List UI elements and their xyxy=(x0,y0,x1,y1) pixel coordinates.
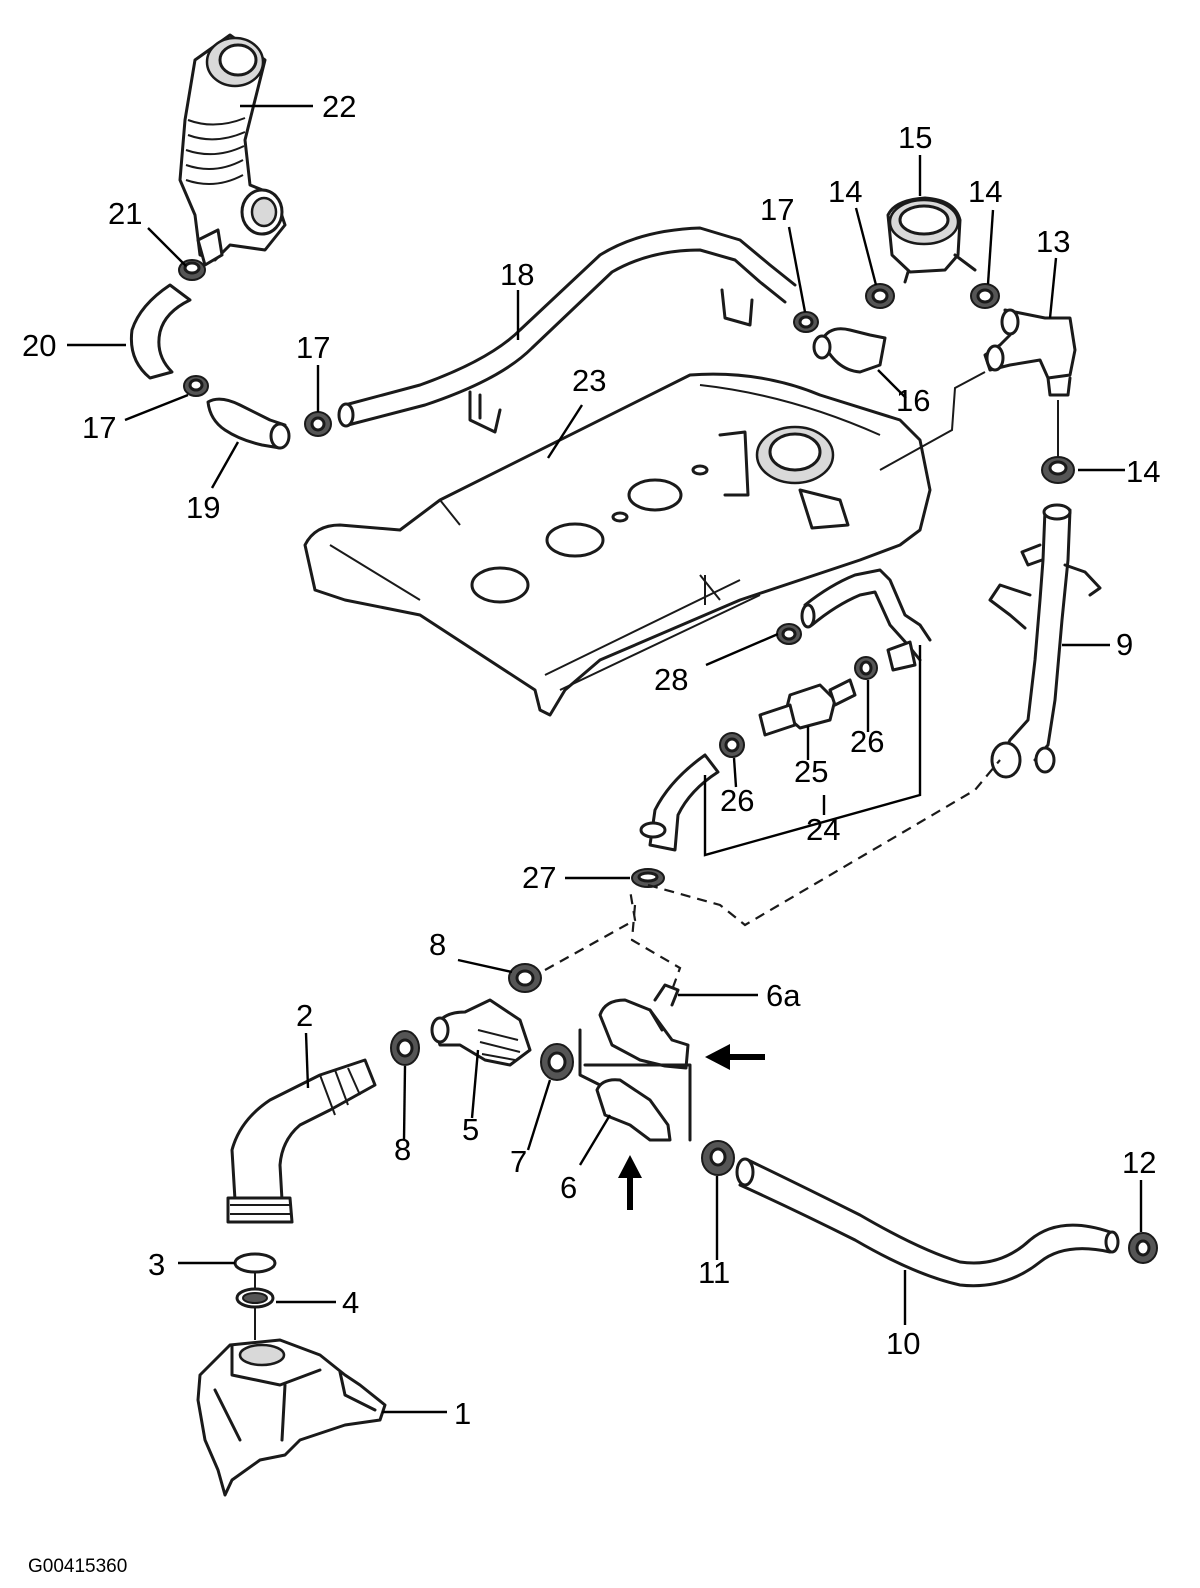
callout-12: 12 xyxy=(1122,1145,1156,1180)
pressure-valve-part-15 xyxy=(886,196,977,284)
callout-10: 10 xyxy=(886,1326,920,1361)
clamp-part-17-middle xyxy=(304,411,332,437)
clamp-part-14-left xyxy=(865,283,895,309)
callout-25: 25 xyxy=(794,754,828,789)
clamp-part-26-upper xyxy=(854,656,878,680)
callout-6: 6 xyxy=(560,1170,577,1205)
hose-part-19 xyxy=(206,397,291,450)
breather-pipe-part-18 xyxy=(337,226,797,434)
hose-part-24-lower xyxy=(639,753,720,852)
intake-duct-part-22 xyxy=(178,33,287,267)
callout-27: 27 xyxy=(522,860,556,895)
connector-part-6 xyxy=(578,1028,692,1142)
cylinder-head-cover-part-23 xyxy=(303,372,932,717)
callout-2: 2 xyxy=(296,998,313,1033)
clamp-part-14-lower xyxy=(1041,456,1075,484)
elbow-connector-part-16 xyxy=(812,327,887,374)
clamp-part-27 xyxy=(631,868,665,888)
callout-20: 20 xyxy=(22,328,56,363)
callout-14-lower: 14 xyxy=(1126,454,1160,489)
clamp-part-8-lower xyxy=(390,1030,420,1066)
callout-13: 13 xyxy=(1036,224,1070,259)
callout-8-upper: 8 xyxy=(429,927,446,962)
connector-part-6a xyxy=(598,983,690,1070)
clamp-part-14-right xyxy=(970,283,1000,309)
flow-arrow-left xyxy=(705,1044,765,1070)
clamp-part-28 xyxy=(776,623,802,645)
callout-17-middle: 17 xyxy=(296,330,330,365)
callout-26-upper: 26 xyxy=(850,724,884,759)
callout-1: 1 xyxy=(454,1396,471,1431)
ring-part-4 xyxy=(235,1287,275,1309)
callout-7: 7 xyxy=(510,1144,527,1179)
bracket-part-24 xyxy=(703,645,922,857)
flow-arrow-up xyxy=(618,1155,642,1210)
leader-lines xyxy=(67,104,1143,1414)
callout-17-upper: 17 xyxy=(760,192,794,227)
callout-16: 16 xyxy=(896,383,930,418)
callout-5: 5 xyxy=(462,1112,479,1147)
check-valve-part-25 xyxy=(758,678,857,737)
tee-piece-part-13 xyxy=(983,308,1077,397)
valve-part-5 xyxy=(430,998,532,1067)
callout-21: 21 xyxy=(108,196,142,231)
callout-17-left: 17 xyxy=(82,410,116,445)
hose-assembly-part-24-upper xyxy=(800,568,932,672)
callout-28: 28 xyxy=(654,662,688,697)
pipe-part-9 xyxy=(988,503,1102,779)
routing-lines xyxy=(544,371,1059,991)
callout-23: 23 xyxy=(572,363,606,398)
callout-9: 9 xyxy=(1116,627,1133,662)
callout-3: 3 xyxy=(148,1247,165,1282)
hose-part-10 xyxy=(735,1157,1120,1288)
figure-code: G00415360 xyxy=(28,1556,127,1577)
ring-part-3 xyxy=(233,1252,277,1274)
clamp-part-11 xyxy=(701,1140,735,1176)
callout-6a: 6a xyxy=(766,978,801,1013)
clamp-part-12 xyxy=(1128,1232,1158,1264)
hose-part-2 xyxy=(226,1058,377,1224)
clamp-part-7 xyxy=(540,1043,574,1081)
clamp-part-8-upper xyxy=(508,963,542,993)
callout-26-lower: 26 xyxy=(720,783,754,818)
callout-18: 18 xyxy=(500,257,534,292)
callout-11: 11 xyxy=(698,1255,730,1290)
callout-19: 19 xyxy=(186,490,220,525)
clamp-part-17-upper xyxy=(793,311,819,333)
callout-24: 24 xyxy=(806,812,840,847)
clamp-part-17-left xyxy=(183,375,209,397)
callout-14-left: 14 xyxy=(828,174,862,209)
air-pump-part-1 xyxy=(196,1338,387,1497)
hose-part-20 xyxy=(129,283,192,380)
callout-8-lower: 8 xyxy=(394,1132,411,1167)
callout-22: 22 xyxy=(322,89,356,124)
clamp-part-26-lower xyxy=(719,732,745,758)
callout-4: 4 xyxy=(342,1285,359,1320)
callout-15: 15 xyxy=(898,120,932,155)
callout-14-right: 14 xyxy=(968,174,1002,209)
